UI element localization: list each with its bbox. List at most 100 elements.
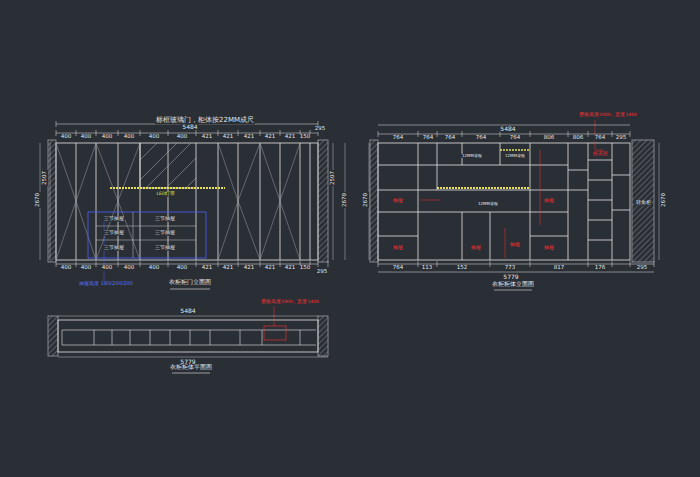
cabinet-outline <box>56 143 318 260</box>
drawing-label: 2507 <box>330 170 336 186</box>
drawing-label: 421 <box>264 265 277 271</box>
drawing-label: 152 <box>456 265 469 271</box>
plan-outline <box>58 320 318 352</box>
drawing-label: 抽屉 <box>470 245 482 250</box>
wall <box>48 316 58 356</box>
leader-line <box>104 216 105 285</box>
drawing-label: 5484 <box>179 308 196 314</box>
plan-marker <box>264 326 286 340</box>
drawing-label: 764 <box>475 135 488 141</box>
drawing-label: 400 <box>80 134 93 140</box>
dimension-line <box>58 316 328 357</box>
drawing-label: 三节抽屉 <box>103 231 125 236</box>
drawing-label: 衣柜柜体平面图 <box>169 365 213 371</box>
drawing-label: 三节抽屉 <box>103 246 125 251</box>
dimension-line <box>378 125 630 137</box>
caption-underline <box>170 289 210 290</box>
dimension-line <box>40 143 345 260</box>
drawing-label: 抽屉 <box>543 245 555 250</box>
drawing-label: 400 <box>101 265 114 271</box>
drawing-label: 764 <box>392 135 405 141</box>
drawing-title: 标框玻璃门，柜体按22MM成尺 <box>155 117 255 124</box>
dimension-line <box>369 143 659 260</box>
drawing-label: 转角柜 <box>635 200 652 205</box>
light-strip <box>110 187 225 189</box>
caption-underline <box>494 290 532 291</box>
drawing-label: 挂衣区 <box>592 151 609 156</box>
shelf-panel <box>378 143 630 260</box>
plan-compartment <box>62 330 316 345</box>
drawing-label: 12MM背板 <box>477 202 499 206</box>
drawing-label: 764 <box>509 135 522 141</box>
caption-underline <box>172 373 210 374</box>
drawer-line <box>96 212 196 258</box>
drawing-label: 764 <box>444 135 457 141</box>
drawing-label: 400 <box>101 134 114 140</box>
drawing-label: 2507 <box>42 170 48 186</box>
wall <box>318 316 328 356</box>
drawing-label: 12MM背板 <box>461 154 483 158</box>
drawing-label: 421 <box>284 134 297 140</box>
drawing-label: 抽屉 <box>392 245 404 250</box>
drawing-label: 衣柜柜门立面图 <box>168 280 212 286</box>
drawing-label: 295 <box>314 126 327 132</box>
drawing-label: 2670 <box>661 192 667 208</box>
drawing-label: 12MM背板 <box>504 154 526 158</box>
drawing-label: 400 <box>80 265 93 271</box>
drawing-label: 400 <box>176 134 189 140</box>
drawing-label: 773 <box>504 265 517 271</box>
drawing-label: 400 <box>148 265 161 271</box>
drawing-label: 层板高度2000，宽度1400 <box>578 113 638 118</box>
drawing-label: LED灯带 <box>156 192 177 197</box>
drawing-label: 5484 <box>499 126 516 132</box>
drawing-label: 2670 <box>35 192 41 208</box>
drawing-label: 2670 <box>342 192 348 208</box>
drawing-label: 400 <box>123 265 136 271</box>
drawing-label: 806 <box>543 135 556 141</box>
drawing-label: 2670 <box>363 192 369 208</box>
glass-panel <box>140 143 196 188</box>
wall <box>632 140 654 262</box>
cabinet-outline <box>378 143 630 260</box>
wall <box>370 140 378 262</box>
drawing-label: 176 <box>594 265 607 271</box>
drawing-label: 抽屉 <box>543 198 555 203</box>
drawing-label: 150 <box>299 265 312 271</box>
drawing-label: 5484 <box>181 124 198 130</box>
light-strip <box>437 187 530 189</box>
drawing-label: 421 <box>243 265 256 271</box>
dimension-line <box>378 261 654 272</box>
cabinet-plan <box>48 306 328 373</box>
drawing-label: 764 <box>392 265 405 271</box>
wall <box>48 140 56 262</box>
leader-line <box>420 120 604 258</box>
door-divider <box>76 143 310 260</box>
drawing-label: 400 <box>60 134 73 140</box>
drawing-label: 衣柜柜体立面图 <box>491 282 535 288</box>
drawing-label: 295 <box>636 265 649 271</box>
drawing-label: 400 <box>123 134 136 140</box>
drawing-label: 三节抽屉 <box>154 246 176 251</box>
drawing-label: 421 <box>264 134 277 140</box>
drawing-label: 5779 <box>502 274 519 280</box>
wall <box>318 140 328 262</box>
drawing-label: 三节抽屉 <box>154 231 176 236</box>
drawing-label: 295 <box>615 135 628 141</box>
drawing-label: 400 <box>176 265 189 271</box>
door-swing <box>56 143 300 260</box>
drawing-label: 150 <box>299 134 312 140</box>
drawing-label: 421 <box>201 265 214 271</box>
drawing-label: 400 <box>148 134 161 140</box>
drawing-label: 421 <box>201 134 214 140</box>
drawing-label: 421 <box>284 265 297 271</box>
carcass-elevation <box>369 120 659 290</box>
drawing-label: 764 <box>594 135 607 141</box>
drawing-label: 400 <box>60 265 73 271</box>
drawing-label: 抽屉 <box>392 198 404 203</box>
drawing-label: 764 <box>422 135 435 141</box>
light-strip <box>500 149 530 151</box>
glass-hatch <box>140 143 196 188</box>
drawing-label: 421 <box>222 265 235 271</box>
